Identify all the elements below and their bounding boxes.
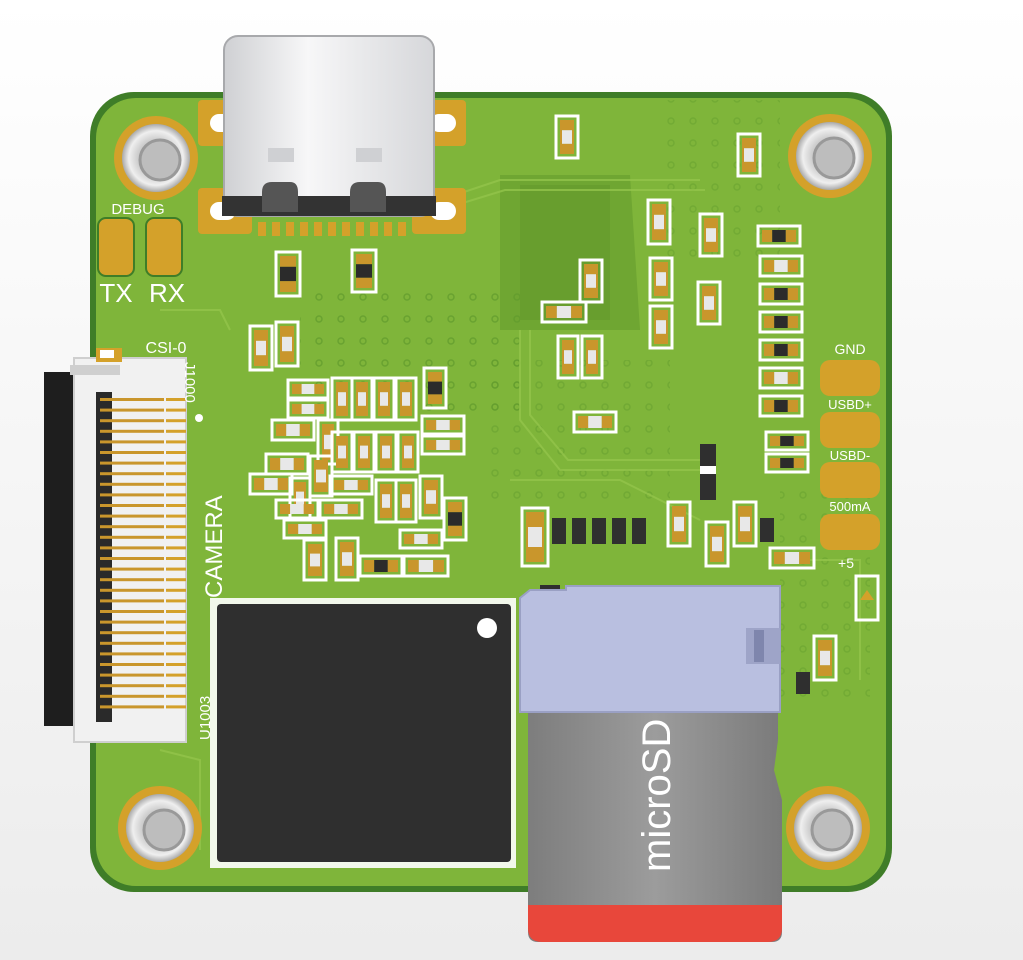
component xyxy=(442,496,468,542)
component xyxy=(764,452,810,474)
pad-label-500ma: 500mA xyxy=(829,499,871,514)
mounting-hole-top-right xyxy=(788,114,872,198)
component xyxy=(318,498,364,520)
gnd-pad xyxy=(820,360,880,396)
component xyxy=(736,132,762,178)
tx-pad xyxy=(97,217,135,277)
component xyxy=(328,474,374,496)
component xyxy=(330,376,354,422)
rx-label: RX xyxy=(149,278,185,308)
component xyxy=(286,398,330,420)
silkscreen-text: DEBUG TX RX CSI-0 J1000 CAMERA U1003 mic… xyxy=(99,201,871,872)
component xyxy=(698,212,724,258)
component xyxy=(812,634,838,682)
mounting-hole-bottom-left xyxy=(118,786,202,870)
component xyxy=(374,430,398,474)
soc-module xyxy=(210,598,516,868)
component xyxy=(302,538,328,582)
component xyxy=(402,554,450,578)
component xyxy=(394,376,418,422)
component xyxy=(646,198,672,246)
component xyxy=(554,114,580,160)
component xyxy=(556,334,580,380)
component xyxy=(758,338,804,362)
component xyxy=(756,224,802,248)
pad-label-gnd: GND xyxy=(834,341,865,357)
mounting-hole-top-left xyxy=(114,116,198,200)
component xyxy=(572,410,618,434)
component xyxy=(398,528,444,550)
component xyxy=(274,320,300,368)
component xyxy=(358,554,404,578)
component xyxy=(248,472,294,496)
pad-label-plus5: +5 xyxy=(838,555,854,571)
mounting-holes xyxy=(114,114,872,870)
component xyxy=(648,256,674,302)
usbd-minus-pad xyxy=(820,462,880,498)
component xyxy=(758,366,804,390)
component xyxy=(696,280,722,326)
pad-label-usbd-minus: USBD- xyxy=(830,448,870,463)
component xyxy=(768,546,816,570)
component xyxy=(758,254,804,278)
component xyxy=(274,498,320,520)
component xyxy=(418,474,444,520)
component xyxy=(540,300,588,324)
component xyxy=(286,378,330,400)
component xyxy=(352,430,376,474)
component xyxy=(248,324,274,372)
component xyxy=(394,478,418,524)
component xyxy=(308,454,334,498)
component xyxy=(764,430,810,452)
component xyxy=(330,430,354,474)
csi-label: CSI-0 xyxy=(146,340,187,357)
mounting-hole-bottom-right xyxy=(786,786,870,870)
component xyxy=(350,248,378,294)
component xyxy=(758,310,804,334)
module-ref: U1003 xyxy=(197,696,214,740)
component xyxy=(396,430,420,474)
component xyxy=(422,366,448,410)
component xyxy=(758,394,804,418)
right-pads xyxy=(820,360,880,622)
component xyxy=(580,334,604,380)
component xyxy=(758,282,804,306)
component xyxy=(520,506,550,568)
component xyxy=(282,518,328,540)
component xyxy=(420,414,466,436)
camera-label: CAMERA xyxy=(201,495,228,598)
500ma-pad xyxy=(820,514,880,550)
component xyxy=(704,520,730,568)
connector-ref: J1000 xyxy=(181,362,198,403)
component xyxy=(350,376,374,422)
debug-label: DEBUG xyxy=(111,201,164,218)
component xyxy=(420,434,466,456)
pad-label-usbd-plus: USBD+ xyxy=(828,397,872,412)
component xyxy=(270,418,316,442)
passive-components xyxy=(248,114,838,682)
camera-connector xyxy=(44,348,187,743)
component xyxy=(666,500,692,548)
component xyxy=(648,304,674,350)
small-ics xyxy=(552,444,810,694)
component xyxy=(732,500,758,548)
component xyxy=(334,536,360,582)
rx-pad xyxy=(145,217,183,277)
microsd-label: microSD xyxy=(635,719,679,872)
tx-label: TX xyxy=(99,278,132,308)
component xyxy=(274,250,302,298)
debug-pads xyxy=(97,217,183,277)
component xyxy=(578,258,604,304)
component xyxy=(372,376,396,422)
microsd-socket xyxy=(519,585,782,942)
usbd-plus-pad xyxy=(820,412,880,448)
usb-c-connector xyxy=(198,35,466,236)
